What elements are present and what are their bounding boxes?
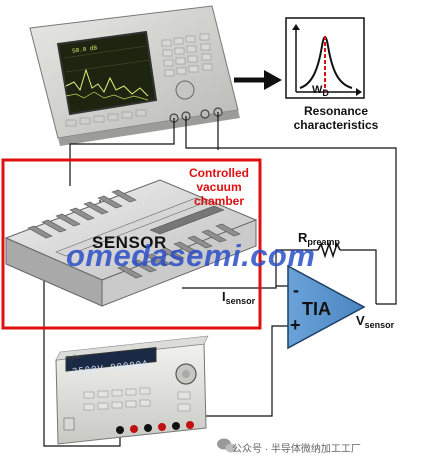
vsensor-label: Vsensor [356,313,395,330]
psu-terminals [116,421,194,434]
analyzer-knob [175,80,195,100]
analyzer-screen [56,30,158,116]
resonance-peak-label: WD [312,84,329,98]
wechat-icon [217,438,237,453]
tia-plus-sign: + [290,315,301,335]
tia-label: TIA [302,299,331,319]
sensor-label: SENSOR [92,233,167,252]
tia-amplifier [287,264,366,350]
footer-caption: 公众号 · 半导体微纳加工工厂 [232,444,361,455]
tia-minus-sign: - [293,280,299,300]
resonance-plot [285,17,365,99]
mems-sensor [4,179,258,307]
right-arrow-icon [234,70,282,90]
resonance-caption: Resonance characteristics [293,104,379,132]
vacuum-chamber-border [1,158,262,330]
psu-display [65,347,157,372]
rpreamp-label: Rpreamp [298,230,340,247]
isensor-label: Isensor [222,289,256,306]
spectrum-analyzer [29,5,240,146]
rpreamp-resistor [317,241,341,259]
vacuum-chamber-label: Controlled vacuum chamber [189,166,249,208]
watermark: omedasemi.com [66,238,316,273]
power-supply [55,335,209,445]
